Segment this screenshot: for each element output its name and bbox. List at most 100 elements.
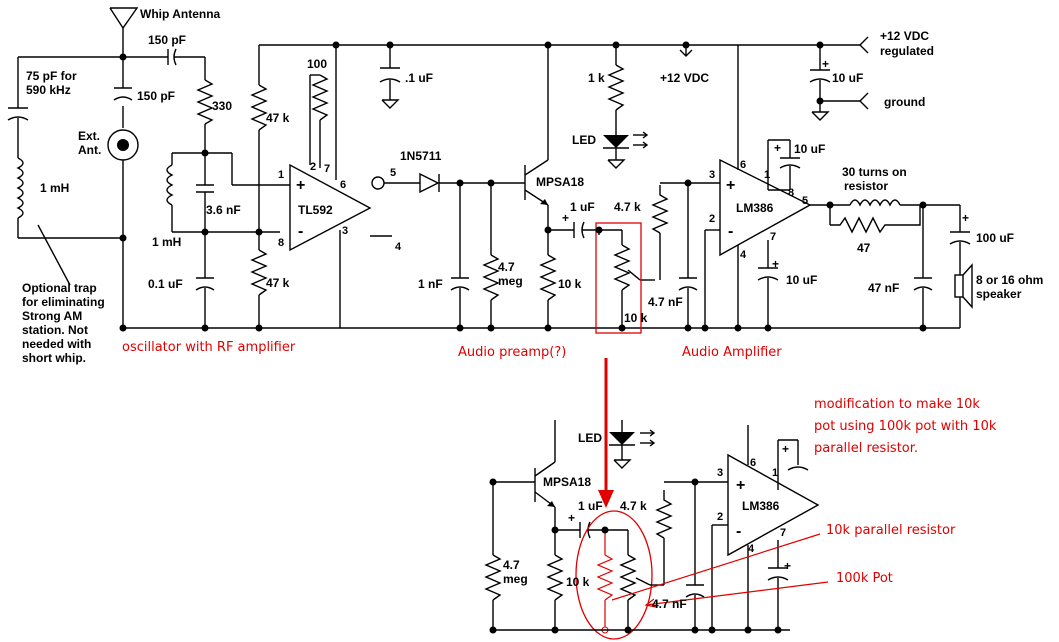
lm386-pin7: 7 [770, 231, 776, 243]
lm386-pin6: 6 [740, 159, 746, 171]
detail-r47k-label: 4.7 k [620, 499, 647, 513]
pot10k-label: 10 k [624, 311, 648, 325]
c1nf-label: 1 nF [418, 277, 443, 291]
lm386-pin2: 2 [709, 213, 715, 225]
detail-c1uf-label: 1 uF [578, 499, 603, 513]
r1k-label: 1 k [588, 71, 605, 85]
ext-ant-label-2: Ant. [78, 143, 101, 157]
coil-label-2: resistor [844, 179, 888, 193]
r100-label: 100 [307, 57, 327, 71]
detail-pin2: 2 [717, 511, 723, 523]
section-preamp: Audio preamp(?) [458, 345, 566, 360]
trap-cap-label-2: 590 kHz [26, 83, 71, 97]
c10uf-a-plus: + [774, 141, 781, 155]
r10k-label: 10 k [558, 277, 582, 291]
detail-q1-label: MPSA18 [543, 475, 591, 489]
reg-label-1: +12 VDC [880, 29, 929, 43]
q1-label: MPSA18 [536, 175, 584, 189]
lm386-pin4: 4 [740, 249, 747, 261]
junction-dots [119, 41, 927, 332]
c100uf-label: 100 uF [976, 231, 1014, 245]
lm386-pin8: 8 [788, 187, 794, 199]
c01uf-rail-label: .1 uF [405, 71, 433, 85]
section-oscillator: oscillator with RF amplifier [122, 340, 296, 355]
note-line-6: short whip. [22, 351, 86, 365]
r47k-a-label: 47 k [266, 111, 290, 125]
r47k-c-label: 4.7 k [614, 200, 641, 214]
note-line-3: Strong AM [22, 309, 82, 323]
c10uf-a-label: 10 uF [794, 142, 825, 156]
lm386-label: LM386 [736, 201, 774, 215]
led-label: LED [572, 133, 596, 147]
mod-note-2: pot using 100k pot with 10k [814, 419, 997, 434]
note-line-4: station. Not [22, 323, 88, 337]
detail-lm386-minus: - [736, 523, 741, 540]
detail-led-label: LED [578, 431, 602, 445]
trap-inductor-label: 1 mH [40, 181, 69, 195]
detail-pin4: 4 [748, 543, 755, 555]
detail-c1uf-plus: + [568, 511, 575, 525]
tl592-pin7: 7 [324, 163, 330, 175]
detail-schematic [484, 420, 829, 640]
speaker-label-2: speaker [976, 287, 1022, 301]
v12-label: +12 VDC [660, 71, 709, 85]
tl592-pin4: 4 [395, 241, 402, 253]
c36nf-label: 3.6 nF [206, 203, 241, 217]
section-amplifier: Audio Amplifier [682, 345, 782, 360]
c10uf-c-plus: + [822, 57, 829, 71]
c10uf-b-label: 10 uF [786, 273, 817, 287]
detail-r47meg-label-1: 4.7 [503, 558, 520, 572]
trap-cap-label-1: 75 pF for [26, 69, 77, 83]
tl592-pin8: 8 [278, 237, 284, 249]
note-line-2: for eliminating [22, 295, 105, 309]
detail-r10k-label: 10 k [566, 575, 590, 589]
red-arrow [598, 358, 614, 508]
r47k-b-label: 47 k [266, 276, 290, 290]
r47meg-label-2: meg [498, 274, 523, 288]
lm386-plus: + [726, 177, 735, 194]
tl592-pin2: 2 [310, 161, 316, 173]
detail-labels: LED MPSA18 1 uF + 4.7 k 4.7 meg 10 k 4.7… [503, 397, 997, 611]
section-captions: oscillator with RF amplifier Audio pream… [122, 340, 782, 360]
c1uf-label: 1 uF [570, 200, 595, 214]
top-schematic [7, 7, 973, 334]
detail-cap-plus-2: + [784, 559, 791, 573]
tl592-minus: - [298, 223, 303, 240]
r47-label: 47 [857, 241, 871, 255]
mod-note-3: parallel resistor. [814, 441, 918, 456]
c47n-label: 47 nF [868, 281, 899, 295]
detail-pin7: 7 [780, 527, 786, 539]
note-line-5: needed with [22, 337, 91, 351]
lm386-pin1: 1 [764, 169, 770, 181]
r330-label: 330 [212, 99, 232, 113]
callout-parallel-resistor: 10k parallel resistor [826, 523, 956, 538]
c150-vert-label: 150 pF [137, 89, 175, 103]
antenna-label: Whip Antenna [140, 7, 221, 21]
detail-pin1: 1 [772, 467, 778, 479]
tank-inductor-label: 1 mH [152, 235, 181, 249]
lm386-minus: - [728, 223, 733, 240]
speaker-label-1: 8 or 16 ohm [976, 273, 1043, 287]
antenna-icon [109, 7, 139, 45]
tl592-pin3: 3 [342, 225, 348, 237]
coil-label-1: 30 turns on [842, 165, 907, 179]
detail-lm386-plus: + [736, 477, 745, 494]
detail-c47nf-label: 4.7 nF [652, 597, 687, 611]
c01uf-label: 0.1 uF [148, 277, 183, 291]
tl592-pin1: 1 [278, 169, 284, 181]
tl592-label: TL592 [298, 203, 333, 217]
c47nf-label: 4.7 nF [648, 295, 683, 309]
detail-cap-plus: + [782, 442, 789, 456]
c150-top-label: 150 pF [148, 33, 186, 47]
c10uf-c-label: 10 uF [832, 71, 863, 85]
c100uf-plus: + [962, 211, 969, 225]
diode-label: 1N5711 [400, 149, 442, 163]
tl592-pin5: 5 [390, 167, 396, 179]
note-line-1: Optional trap [22, 281, 97, 295]
callout-100k-pot: 100k Pot [836, 571, 893, 586]
reg-label-2: regulated [880, 44, 934, 58]
r47meg-label-1: 4.7 [498, 260, 515, 274]
lm386-pin5: 5 [802, 195, 808, 207]
top-labels: Whip Antenna 150 pF 150 pF 75 pF for 590… [22, 7, 1043, 365]
